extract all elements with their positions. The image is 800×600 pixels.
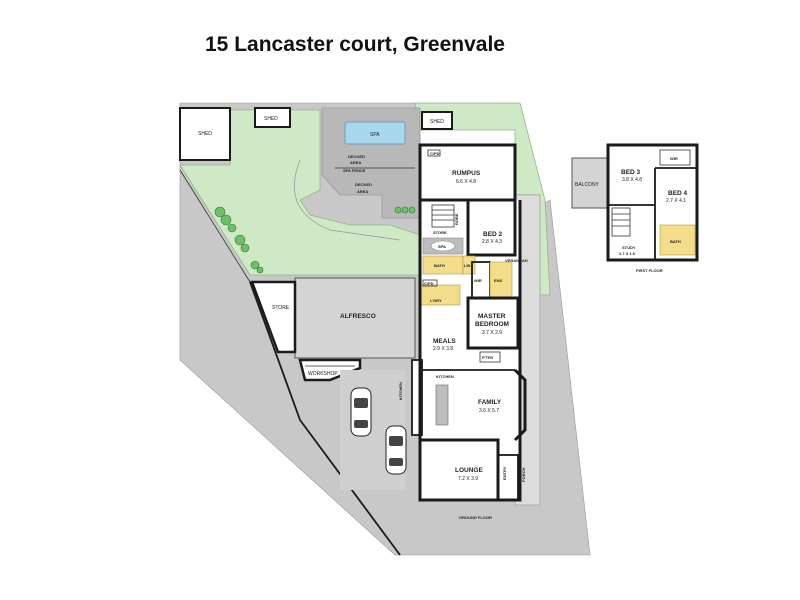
shrubs — [214, 206, 416, 274]
svg-text:FAMILY: FAMILY — [478, 399, 502, 406]
svg-text:BALCONY: BALCONY — [575, 182, 600, 188]
svg-text:STUDY: STUDY — [622, 245, 636, 250]
shed-top: SHED — [254, 107, 291, 128]
svg-text:STORE: STORE — [433, 230, 447, 235]
store: STORE — [250, 280, 297, 354]
svg-text:DECKED: DECKED — [348, 154, 365, 159]
svg-text:STORE: STORE — [272, 305, 290, 311]
svg-text:ALFRESCO: ALFRESCO — [340, 313, 376, 320]
svg-text:3.6 X 5.7: 3.6 X 5.7 — [479, 408, 499, 414]
svg-text:BATH: BATH — [670, 239, 681, 244]
svg-text:BED 4: BED 4 — [668, 190, 688, 197]
svg-text:ENS: ENS — [494, 278, 503, 283]
svg-text:SHED: SHED — [264, 116, 278, 122]
shed-right: SHED — [421, 111, 453, 130]
svg-text:SPA: SPA — [370, 132, 380, 138]
lawn — [179, 109, 421, 276]
svg-text:SHED: SHED — [430, 119, 444, 125]
svg-text:AREA: AREA — [350, 160, 361, 165]
svg-text:2.7 X 4.1: 2.7 X 4.1 — [666, 198, 686, 204]
svg-text:VERANDAH: VERANDAH — [505, 258, 528, 263]
svg-text:BATH: BATH — [434, 263, 445, 268]
svg-text:BEDROOM: BEDROOM — [475, 321, 509, 328]
svg-text:3.8 X 4.8: 3.8 X 4.8 — [622, 177, 642, 183]
driveway — [340, 370, 407, 490]
svg-text:2.9 X 3.8: 2.9 X 3.8 — [433, 346, 453, 352]
ground-floor-label: GROUND FLOOR — [459, 515, 492, 520]
svg-text:C/PD: C/PD — [424, 281, 434, 286]
svg-text:LOUNGE: LOUNGE — [455, 467, 483, 474]
stairs — [431, 204, 455, 228]
svg-text:AREA: AREA — [357, 189, 368, 194]
svg-text:2.8 X 4.3: 2.8 X 4.3 — [482, 239, 502, 245]
svg-text:WIR: WIR — [474, 278, 482, 283]
page-title: 15 Lancaster court, Greenvale — [205, 33, 505, 56]
svg-text:L'DRY: L'DRY — [430, 298, 442, 303]
spa — [344, 121, 406, 145]
alfresco: ALFRESCO — [294, 277, 416, 359]
svg-text:ENTRY: ENTRY — [502, 466, 507, 480]
svg-text:P'TRY: P'TRY — [482, 355, 494, 360]
svg-text:3.7 X 2.9: 3.7 X 2.9 — [482, 330, 502, 336]
svg-text:KITCHEN: KITCHEN — [436, 374, 454, 379]
svg-text:FIRST FLOOR: FIRST FLOOR — [636, 268, 663, 273]
svg-text:WORKSHOP: WORKSHOP — [308, 371, 338, 377]
svg-text:DECKED: DECKED — [355, 182, 372, 187]
house-ground-floor: RUMPUS 6.6 X 4.8 C/PD STORE BED 2 2.8 X … — [398, 143, 541, 506]
svg-text:6.6 X 4.8: 6.6 X 4.8 — [456, 179, 476, 185]
svg-text:C/PD: C/PD — [430, 151, 440, 156]
svg-text:RUMPUS: RUMPUS — [452, 170, 481, 177]
decked-area: SPA DECKED AREA SPA FENCE DECKED AREA — [321, 107, 421, 219]
svg-text:SPA: SPA — [438, 244, 446, 249]
first-floor: BALCONY WIR BED 3 3.8 X 4.8 BED 4 2.7 X … — [571, 143, 700, 273]
car-icon — [350, 387, 372, 437]
svg-text:SHED: SHED — [198, 131, 212, 137]
svg-text:WIR: WIR — [670, 156, 678, 161]
shed-left: SHED — [179, 107, 231, 161]
svg-text:BED 2: BED 2 — [483, 231, 503, 238]
svg-text:BED 3: BED 3 — [621, 169, 641, 176]
svg-text:2.7 X 1.6: 2.7 X 1.6 — [619, 251, 636, 256]
svg-text:ROBE: ROBE — [454, 213, 459, 225]
car-icon — [385, 425, 407, 475]
svg-text:SPA FENCE: SPA FENCE — [343, 168, 366, 173]
svg-text:KITCHEN: KITCHEN — [398, 382, 403, 400]
svg-text:PORCH: PORCH — [521, 467, 526, 482]
svg-text:MEALS: MEALS — [433, 338, 456, 345]
svg-text:MASTER: MASTER — [478, 313, 506, 320]
svg-text:7.2 X 3.9: 7.2 X 3.9 — [458, 476, 478, 482]
svg-text:LIN: LIN — [464, 263, 471, 268]
